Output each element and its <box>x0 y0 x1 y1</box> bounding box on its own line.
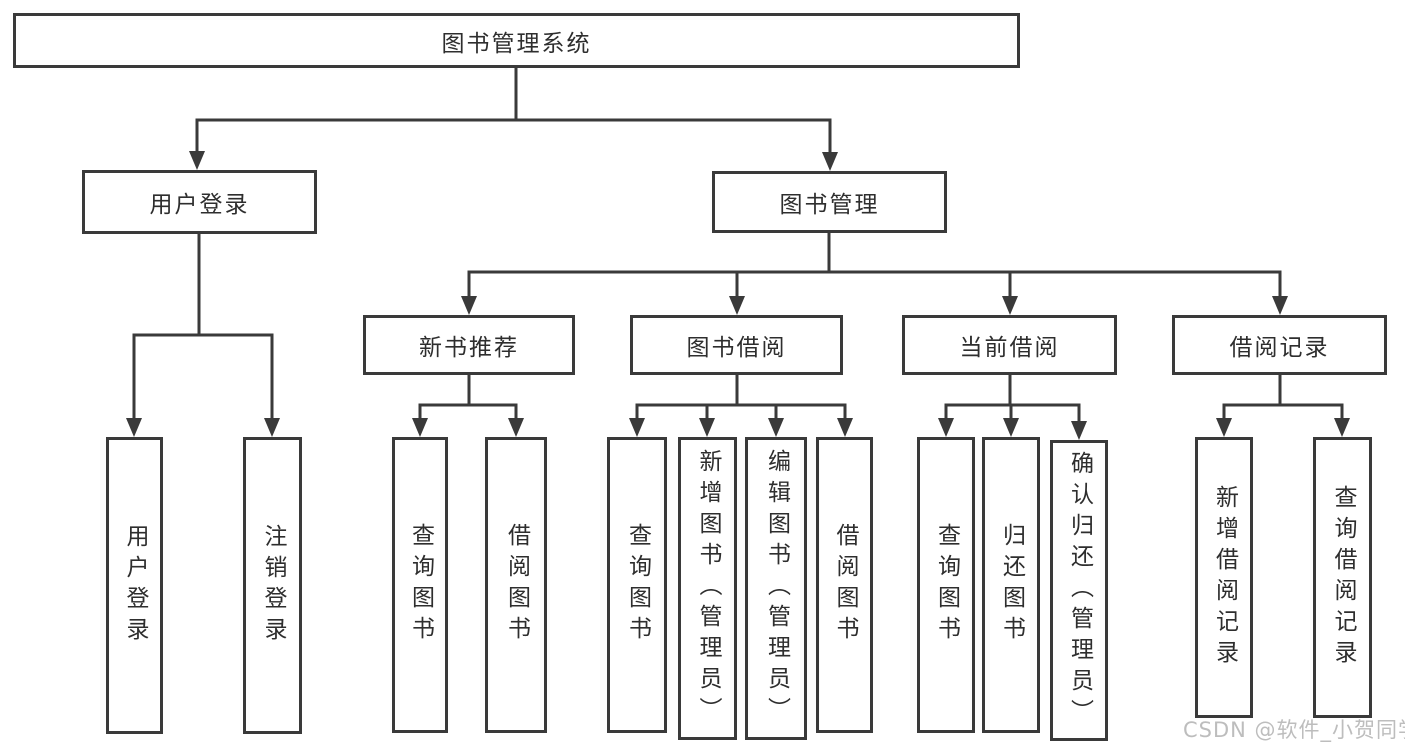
leaf-nb-query-books-label: 查询图书 <box>407 523 434 647</box>
node-new-book-recommend: 新书推荐 <box>363 315 575 375</box>
leaf-bb-borrow-books-label: 借阅图书 <box>832 523 858 647</box>
leaf-cb-return-books: 归还图书 <box>982 437 1040 733</box>
node-user-login-label: 用户登录 <box>149 192 250 218</box>
leaf-logout-label: 注销登录 <box>260 523 286 648</box>
node-new-book-recommend-label: 新书推荐 <box>419 335 519 361</box>
leaf-cb-query-books-label: 查询图书 <box>933 523 960 647</box>
leaf-bb-add-books-admin-label: 新增图书（管理员） <box>695 449 721 728</box>
node-current-borrow-label: 当前借阅 <box>959 335 1060 361</box>
node-book-borrow-label: 图书借阅 <box>686 335 787 361</box>
leaf-user-login: 用户登录 <box>106 437 163 734</box>
leaf-logout: 注销登录 <box>243 437 302 734</box>
leaf-user-login-label: 用户登录 <box>122 523 148 648</box>
leaf-bb-edit-books-admin-label: 编辑图书（管理员） <box>763 449 790 728</box>
leaf-br-add-record: 新增借阅记录 <box>1195 437 1253 718</box>
leaf-bb-add-books-admin: 新增图书（管理员） <box>678 437 737 740</box>
node-book-borrow: 图书借阅 <box>630 315 843 375</box>
node-current-borrow: 当前借阅 <box>902 315 1117 375</box>
node-book-management: 图书管理 <box>712 171 947 233</box>
node-root: 图书管理系统 <box>13 13 1020 68</box>
node-borrow-records: 借阅记录 <box>1172 315 1387 375</box>
leaf-bb-edit-books-admin: 编辑图书（管理员） <box>745 437 807 740</box>
node-user-login: 用户登录 <box>82 170 317 234</box>
leaf-bb-query-books: 查询图书 <box>607 437 667 733</box>
leaf-br-add-record-label: 新增借阅记录 <box>1211 484 1238 671</box>
leaf-br-query-record: 查询借阅记录 <box>1313 437 1372 718</box>
leaf-cb-return-books-label: 归还图书 <box>998 523 1025 647</box>
node-book-management-label: 图书管理 <box>779 192 880 218</box>
leaf-nb-borrow-books: 借阅图书 <box>485 437 547 733</box>
leaf-br-query-record-label: 查询借阅记录 <box>1330 484 1356 671</box>
leaf-bb-query-books-label: 查询图书 <box>624 523 651 647</box>
leaf-nb-query-books: 查询图书 <box>392 437 448 733</box>
leaf-nb-borrow-books-label: 借阅图书 <box>503 523 530 647</box>
leaf-cb-confirm-return-admin-label: 确认归还（管理员） <box>1066 451 1093 730</box>
leaf-cb-query-books: 查询图书 <box>917 437 975 733</box>
csdn-watermark: CSDN @软件_小贺同学 <box>1183 718 1405 742</box>
leaf-bb-borrow-books: 借阅图书 <box>816 437 873 733</box>
node-borrow-records-label: 借阅记录 <box>1229 335 1330 361</box>
node-root-label: 图书管理系统 <box>441 30 592 57</box>
leaf-cb-confirm-return-admin: 确认归还（管理员） <box>1050 440 1108 741</box>
